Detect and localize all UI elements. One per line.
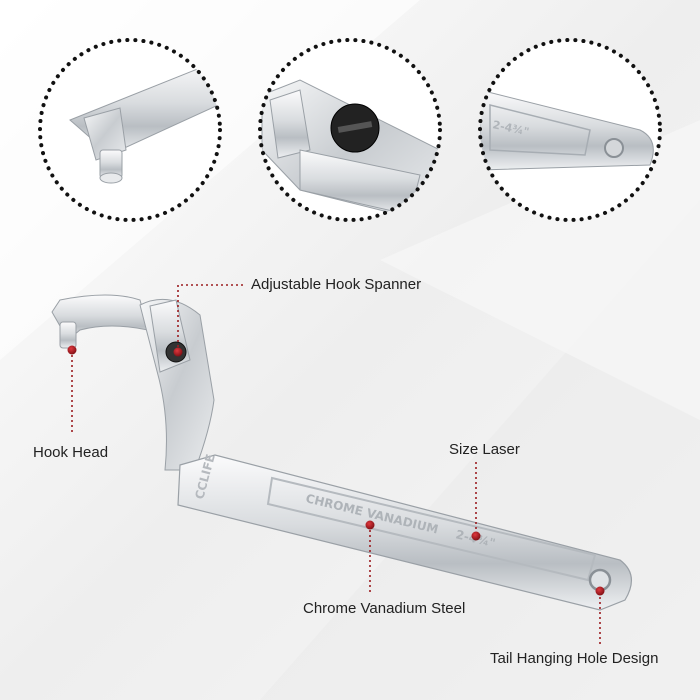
detail-circle-pivot bbox=[258, 38, 442, 222]
callout-chrome-vanadium-steel: Chrome Vanadium Steel bbox=[303, 600, 466, 617]
marker-dot-hook-head bbox=[67, 345, 77, 355]
detail-circle-tail: 2-4¾" bbox=[478, 38, 662, 222]
detail-circle-hook-head bbox=[38, 38, 222, 222]
marker-dot-size-laser bbox=[471, 531, 481, 541]
leader-lines bbox=[71, 284, 601, 645]
marker-dot-chrome bbox=[365, 520, 375, 530]
callout-adjustable-hook-spanner: Adjustable Hook Spanner bbox=[251, 276, 422, 293]
marker-dot-tail bbox=[595, 586, 605, 596]
leader-adjustable bbox=[177, 284, 244, 352]
marker-dot-adjustable bbox=[173, 347, 183, 357]
callout-tail-hanging-hole: Tail Hanging Hole Design bbox=[490, 650, 659, 667]
callout-size-laser: Size Laser bbox=[449, 441, 520, 458]
callout-hook-head: Hook Head bbox=[33, 444, 109, 461]
